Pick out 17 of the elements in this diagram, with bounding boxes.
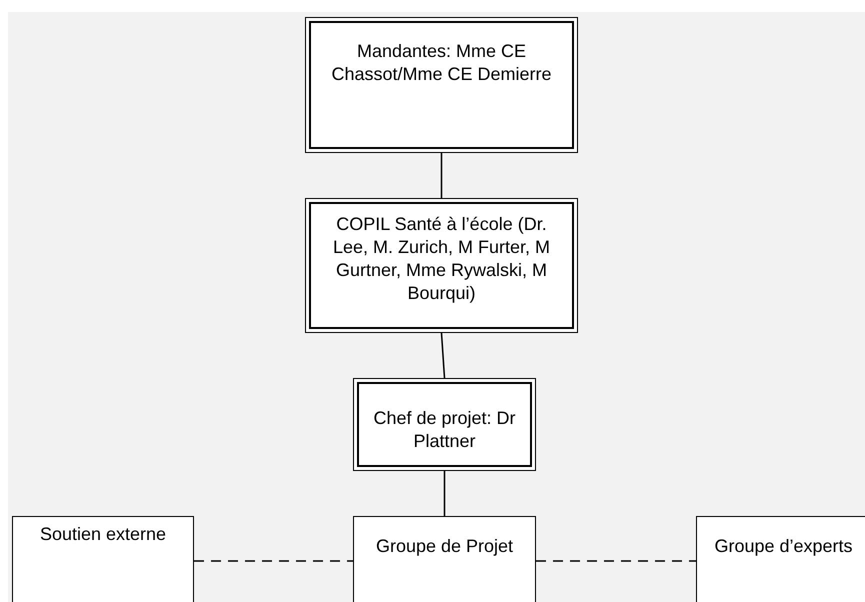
org-box <box>696 516 865 602</box>
dashed-connector <box>536 560 696 562</box>
double-border-box <box>353 378 536 471</box>
double-border-box <box>305 198 578 333</box>
node-text: COPIL Santé à l’école (Dr. Lee, M. Zurich, M Furter, M Gurtner, Mme Rywalski, M Bourqui) <box>332 213 552 305</box>
connector-line <box>444 471 446 516</box>
node-text: Soutien externe <box>40 523 166 546</box>
node-text: Mandantes: Mme CE Chassot/Mme CE Demierre <box>330 40 553 86</box>
org-box <box>12 516 194 602</box>
connector-line <box>440 332 446 378</box>
double-border-box <box>305 17 578 153</box>
dashed-connector <box>194 560 353 562</box>
node-text: Chef de projet: Dr Plattner <box>372 407 517 453</box>
org-box <box>353 516 536 602</box>
node-text: Groupe d’experts <box>714 535 853 558</box>
node-text: Groupe de Projet <box>376 535 514 558</box>
connector-line <box>440 153 442 198</box>
